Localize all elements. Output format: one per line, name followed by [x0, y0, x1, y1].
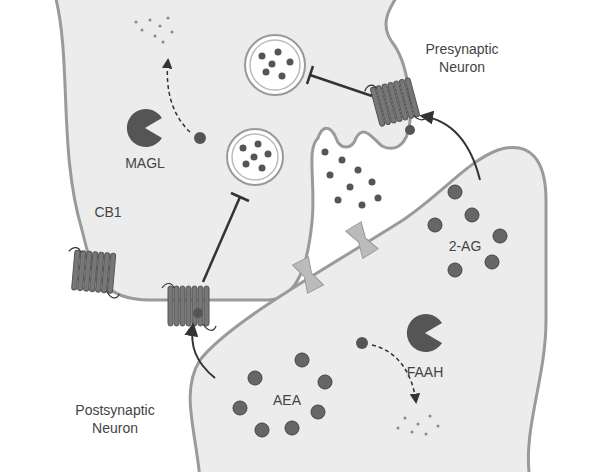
ligand-label: AEA	[262, 391, 312, 409]
neuron-label: Postsynaptic Neuron	[60, 401, 170, 437]
neuron-label: Presynaptic Neuron	[412, 40, 512, 76]
ligand-label: 2-AG	[440, 237, 490, 255]
enzyme-label: MAGL	[120, 154, 170, 172]
receptor-label: CB1	[88, 203, 128, 221]
enzyme-label: FAAH	[400, 363, 450, 381]
